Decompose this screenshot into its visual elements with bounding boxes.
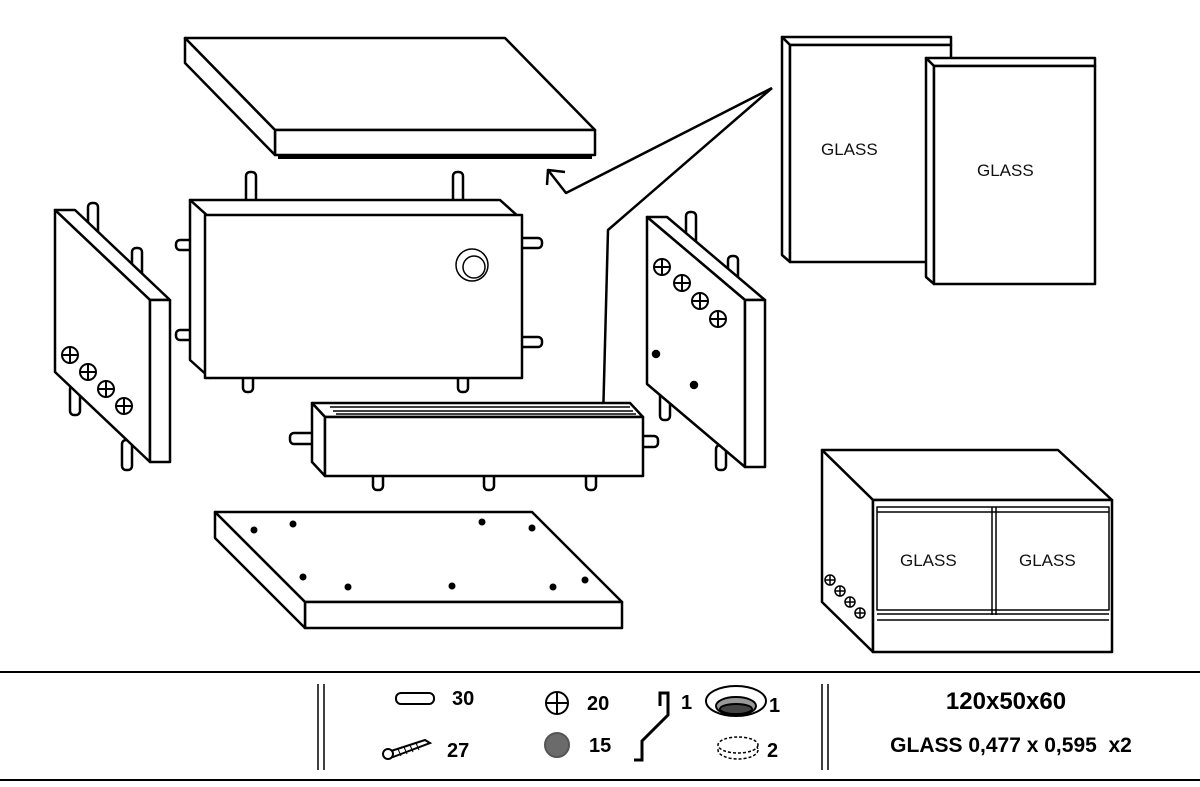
grommet-count: 1 [769,695,780,717]
allen-key-icon [634,691,670,762]
glass-pane-1-label: GLASS [821,140,878,159]
cabinet-glass-left-label: GLASS [900,551,957,570]
cam-bolt-icon [545,691,569,715]
back-panel [174,170,544,394]
cabinet-dimensions: 120x50x60 [946,688,1066,715]
glass-pane-1 [780,35,953,264]
screw-icon [382,738,433,760]
grommet-icon [705,685,767,717]
allen-key-count: 1 [681,692,692,714]
hardware-legend [0,671,1200,781]
dowel-count: 30 [452,688,474,710]
glass-pane-2-label: GLASS [977,161,1034,180]
screw-count: 27 [447,740,469,762]
dowel-icon [395,692,435,705]
ring-count: 2 [767,740,778,762]
glass-spec: GLASS 0,477 x 0,595 x2 [890,734,1132,757]
cam-bolt-count: 20 [587,693,609,715]
assembled-cabinet [820,448,1114,654]
glass-pane-2 [924,56,1097,286]
front-rail [288,401,660,492]
cap-icon [544,732,570,758]
bottom-panel [213,510,624,630]
cabinet-glass-right-label: GLASS [1019,551,1076,570]
right-side-panel [645,210,767,472]
left-side-panel [53,201,172,472]
cap-count: 15 [589,735,611,757]
ring-icon [717,736,759,760]
pointer-arrow [545,86,773,421]
top-panel [183,36,597,159]
